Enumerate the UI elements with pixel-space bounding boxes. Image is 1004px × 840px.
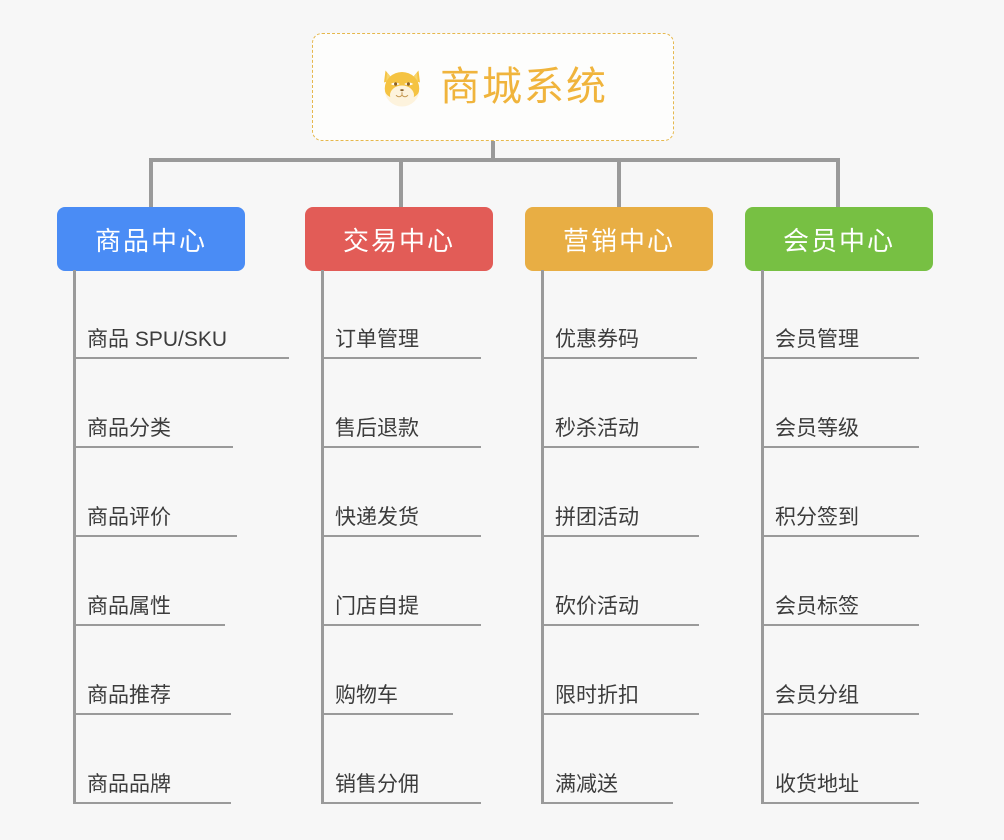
leaf-underline <box>761 535 919 537</box>
leaf-underline <box>761 446 919 448</box>
leaf-label: 积分签到 <box>775 506 859 529</box>
category-box-1[interactable]: 商品中心 <box>57 207 245 271</box>
branch-column-4: 会员管理 会员等级 积分签到 会员标签 会员分组 收货地址 <box>761 270 919 804</box>
leaf-label: 订单管理 <box>335 328 419 351</box>
leaf-label: 拼团活动 <box>555 506 639 529</box>
leaf-item[interactable]: 购物车 <box>321 626 453 715</box>
leaf-label: 会员标签 <box>775 595 859 618</box>
leaf-label: 会员等级 <box>775 417 859 440</box>
category-label-2: 交易中心 <box>342 225 455 256</box>
leaf-item[interactable]: 会员管理 <box>761 270 919 359</box>
leaf-label: 商品分类 <box>87 417 171 440</box>
leaf-label: 限时折扣 <box>555 684 639 707</box>
leaf-item[interactable]: 拼团活动 <box>541 448 699 537</box>
leaf-item[interactable]: 商品 SPU/SKU <box>73 270 289 359</box>
leaf-label: 秒杀活动 <box>555 417 639 440</box>
leaf-underline <box>541 446 699 448</box>
leaf-label: 收货地址 <box>775 773 859 796</box>
leaf-label: 商品评价 <box>87 506 171 529</box>
leaf-label: 售后退款 <box>335 417 419 440</box>
leaf-label: 商品推荐 <box>87 684 171 707</box>
leaf-underline <box>321 624 481 626</box>
connector-drop-4 <box>836 158 840 208</box>
leaf-item[interactable]: 订单管理 <box>321 270 481 359</box>
leaf-item[interactable]: 销售分佣 <box>321 715 481 804</box>
page-title: 商城系统 <box>440 65 608 109</box>
leaf-underline <box>321 446 481 448</box>
leaf-item[interactable]: 商品推荐 <box>73 626 241 715</box>
leaf-label: 会员管理 <box>775 328 859 351</box>
category-label-1: 商品中心 <box>94 225 207 256</box>
leaf-underline <box>73 802 231 804</box>
leaf-item[interactable]: 会员等级 <box>761 359 919 448</box>
leaf-underline <box>541 535 699 537</box>
branch-column-2: 订单管理 售后退款 快递发货 门店自提 购物车 销售分佣 <box>321 270 481 804</box>
leaf-label: 商品属性 <box>87 595 171 618</box>
branch-column-3: 优惠券码 秒杀活动 拼团活动 砍价活动 限时折扣 满减送 <box>541 270 699 804</box>
leaf-item[interactable]: 优惠券码 <box>541 270 697 359</box>
branch-spine-2 <box>321 270 324 804</box>
category-box-3[interactable]: 营销中心 <box>525 207 713 271</box>
leaf-label: 商品品牌 <box>87 773 171 796</box>
leaf-item[interactable]: 秒杀活动 <box>541 359 699 448</box>
shiba-dog-icon <box>384 70 420 107</box>
branch-column-1: 商品 SPU/SKU 商品分类 商品评价 商品属性 商品推荐 商品品牌 <box>73 270 289 804</box>
leaf-label: 快递发货 <box>335 506 419 529</box>
leaf-underline <box>541 357 697 359</box>
leaf-underline <box>541 802 673 804</box>
leaf-item[interactable]: 商品属性 <box>73 537 241 626</box>
leaf-item[interactable]: 限时折扣 <box>541 626 699 715</box>
leaf-label: 商品 SPU/SKU <box>87 328 228 351</box>
root-node[interactable]: 商城系统 <box>312 33 674 141</box>
root-node-content: 商城系统 <box>378 63 608 111</box>
connector-drop-3 <box>617 158 621 208</box>
leaf-item[interactable]: 快递发货 <box>321 448 481 537</box>
leaf-label: 优惠券码 <box>555 328 639 351</box>
leaf-underline <box>73 624 225 626</box>
leaf-underline <box>73 713 231 715</box>
connector-root-stem <box>491 141 495 161</box>
leaf-item[interactable]: 门店自提 <box>321 537 481 626</box>
leaf-underline <box>541 713 699 715</box>
leaf-item[interactable]: 积分签到 <box>761 448 919 537</box>
leaf-underline <box>321 535 481 537</box>
leaf-label: 购物车 <box>335 684 398 707</box>
leaf-underline <box>321 357 481 359</box>
leaf-label: 门店自提 <box>335 595 419 618</box>
leaf-label: 砍价活动 <box>555 595 639 618</box>
leaf-underline <box>73 535 237 537</box>
connector-drop-2 <box>399 158 403 208</box>
branch-spine-1 <box>73 270 76 804</box>
leaf-underline <box>761 802 919 804</box>
leaf-underline <box>73 357 289 359</box>
branch-spine-3 <box>541 270 544 804</box>
category-box-2[interactable]: 交易中心 <box>305 207 493 271</box>
leaf-underline <box>321 802 481 804</box>
leaf-underline <box>761 357 919 359</box>
leaf-item[interactable]: 收货地址 <box>761 715 919 804</box>
connector-horizontal-bus <box>149 158 839 162</box>
leaf-item[interactable]: 商品评价 <box>73 448 241 537</box>
connector-drop-1 <box>149 158 153 208</box>
leaf-underline <box>541 624 699 626</box>
leaf-item[interactable]: 砍价活动 <box>541 537 699 626</box>
leaf-underline <box>321 713 453 715</box>
leaf-underline <box>761 624 919 626</box>
category-label-3: 营销中心 <box>562 225 675 256</box>
leaf-item[interactable]: 会员分组 <box>761 626 919 715</box>
leaf-item[interactable]: 会员标签 <box>761 537 919 626</box>
leaf-label: 满减送 <box>555 773 618 796</box>
leaf-item[interactable]: 售后退款 <box>321 359 481 448</box>
leaf-label: 销售分佣 <box>335 773 419 796</box>
leaf-underline <box>761 713 919 715</box>
leaf-label: 会员分组 <box>775 684 859 707</box>
leaf-underline <box>73 446 233 448</box>
leaf-item[interactable]: 满减送 <box>541 715 673 804</box>
leaf-item[interactable]: 商品分类 <box>73 359 241 448</box>
leaf-item[interactable]: 商品品牌 <box>73 715 241 804</box>
branch-spine-4 <box>761 270 764 804</box>
category-label-4: 会员中心 <box>782 225 895 256</box>
category-box-4[interactable]: 会员中心 <box>745 207 933 271</box>
